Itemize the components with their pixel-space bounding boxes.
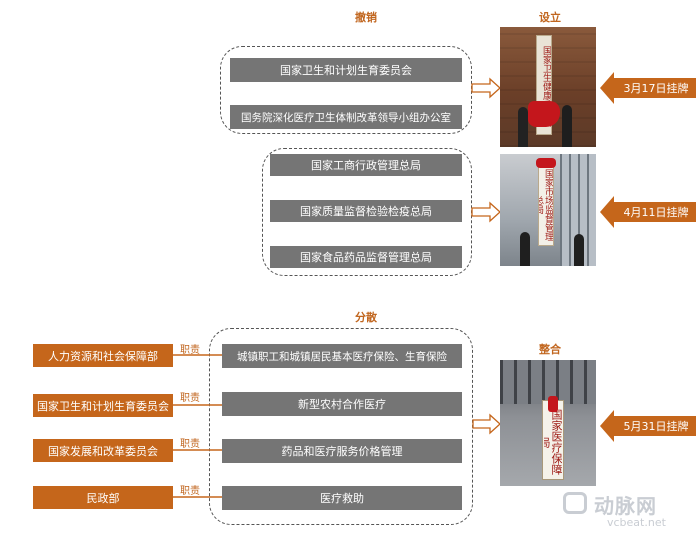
photo-samr-plaque: 国家市场监督管理总局 bbox=[500, 154, 596, 266]
ministry-hrss: 人力资源和社会保障部 bbox=[33, 344, 173, 367]
photo-nhsa-plaque: 国家医疗保障局 bbox=[500, 360, 596, 486]
photo3-plaque-text: 国家医疗保障局 bbox=[544, 409, 562, 475]
tag2-text: 4月11日挂牌 bbox=[623, 206, 689, 219]
watermark-url: vcbeat.net bbox=[607, 516, 666, 529]
revoke-title: 撤销 bbox=[355, 11, 377, 24]
tag-may-31: 5月31日挂牌 bbox=[600, 410, 696, 442]
disperse-title: 分散 bbox=[355, 311, 377, 324]
tag2-arrow-shape bbox=[600, 196, 696, 228]
watermark-name: 动脉网 bbox=[594, 494, 657, 518]
integrate-title: 整合 bbox=[539, 343, 561, 356]
photo3-red-cloth bbox=[548, 396, 558, 412]
tag3-arrow-shape bbox=[600, 410, 696, 442]
watermark-logo-icon bbox=[563, 492, 587, 514]
arrow-revoke-2 bbox=[471, 201, 501, 223]
revoke-item-aqsiq: 国家质量监督检验检疫总局 bbox=[270, 200, 462, 222]
revoke-item-saic: 国家工商行政管理总局 bbox=[270, 154, 462, 176]
arrow-revoke-1 bbox=[471, 77, 501, 99]
ministry-ndrc: 国家发展和改革委员会 bbox=[33, 439, 173, 462]
photo1-person-left bbox=[518, 107, 528, 147]
photo2-person-right bbox=[574, 234, 584, 266]
tag1-text: 3月17日挂牌 bbox=[623, 82, 689, 95]
ministry-civil-affairs: 民政部 bbox=[33, 486, 173, 509]
revoke-item-reform-office: 国务院深化医疗卫生体制改革领导小组办公室 bbox=[230, 105, 462, 129]
photo1-red-cloth bbox=[528, 101, 560, 127]
photo2-person-left bbox=[520, 232, 530, 266]
arrow-disperse bbox=[472, 413, 501, 435]
duty-label-2: 职责 bbox=[180, 393, 200, 404]
duty-label-4: 职责 bbox=[180, 486, 200, 497]
duty-medical-insurance: 城镇职工和城镇居民基本医疗保险、生育保险 bbox=[222, 344, 462, 368]
duty-price-management: 药品和医疗服务价格管理 bbox=[222, 439, 462, 463]
establish-title: 设立 bbox=[539, 11, 561, 24]
revoke-item-nhfpc: 国家卫生和计划生育委员会 bbox=[230, 58, 462, 82]
photo2-plaque-text: 国家市场监督管理总局 bbox=[539, 169, 553, 241]
duty-rural-cooperative: 新型农村合作医疗 bbox=[222, 392, 462, 416]
photo2-red-cloth bbox=[536, 158, 556, 168]
photo1-person-right bbox=[562, 105, 572, 147]
photo-nhc-plaque: 国家卫生健康委员会 bbox=[500, 27, 596, 147]
duty-label-3: 职责 bbox=[180, 439, 200, 450]
photo1-plaque-text: 国家卫生健康委员会 bbox=[541, 45, 551, 127]
duty-medical-aid: 医疗救助 bbox=[222, 486, 462, 510]
duty-label-1: 职责 bbox=[180, 345, 200, 356]
ministry-nhfpc: 国家卫生和计划生育委员会 bbox=[33, 394, 173, 417]
tag1-arrow-shape bbox=[600, 72, 696, 104]
tag3-text: 5月31日挂牌 bbox=[623, 420, 689, 433]
tag-april-11: 4月11日挂牌 bbox=[600, 196, 696, 228]
tag-march-17: 3月17日挂牌 bbox=[600, 72, 696, 104]
revoke-item-cfda: 国家食品药品监督管理总局 bbox=[270, 246, 462, 268]
